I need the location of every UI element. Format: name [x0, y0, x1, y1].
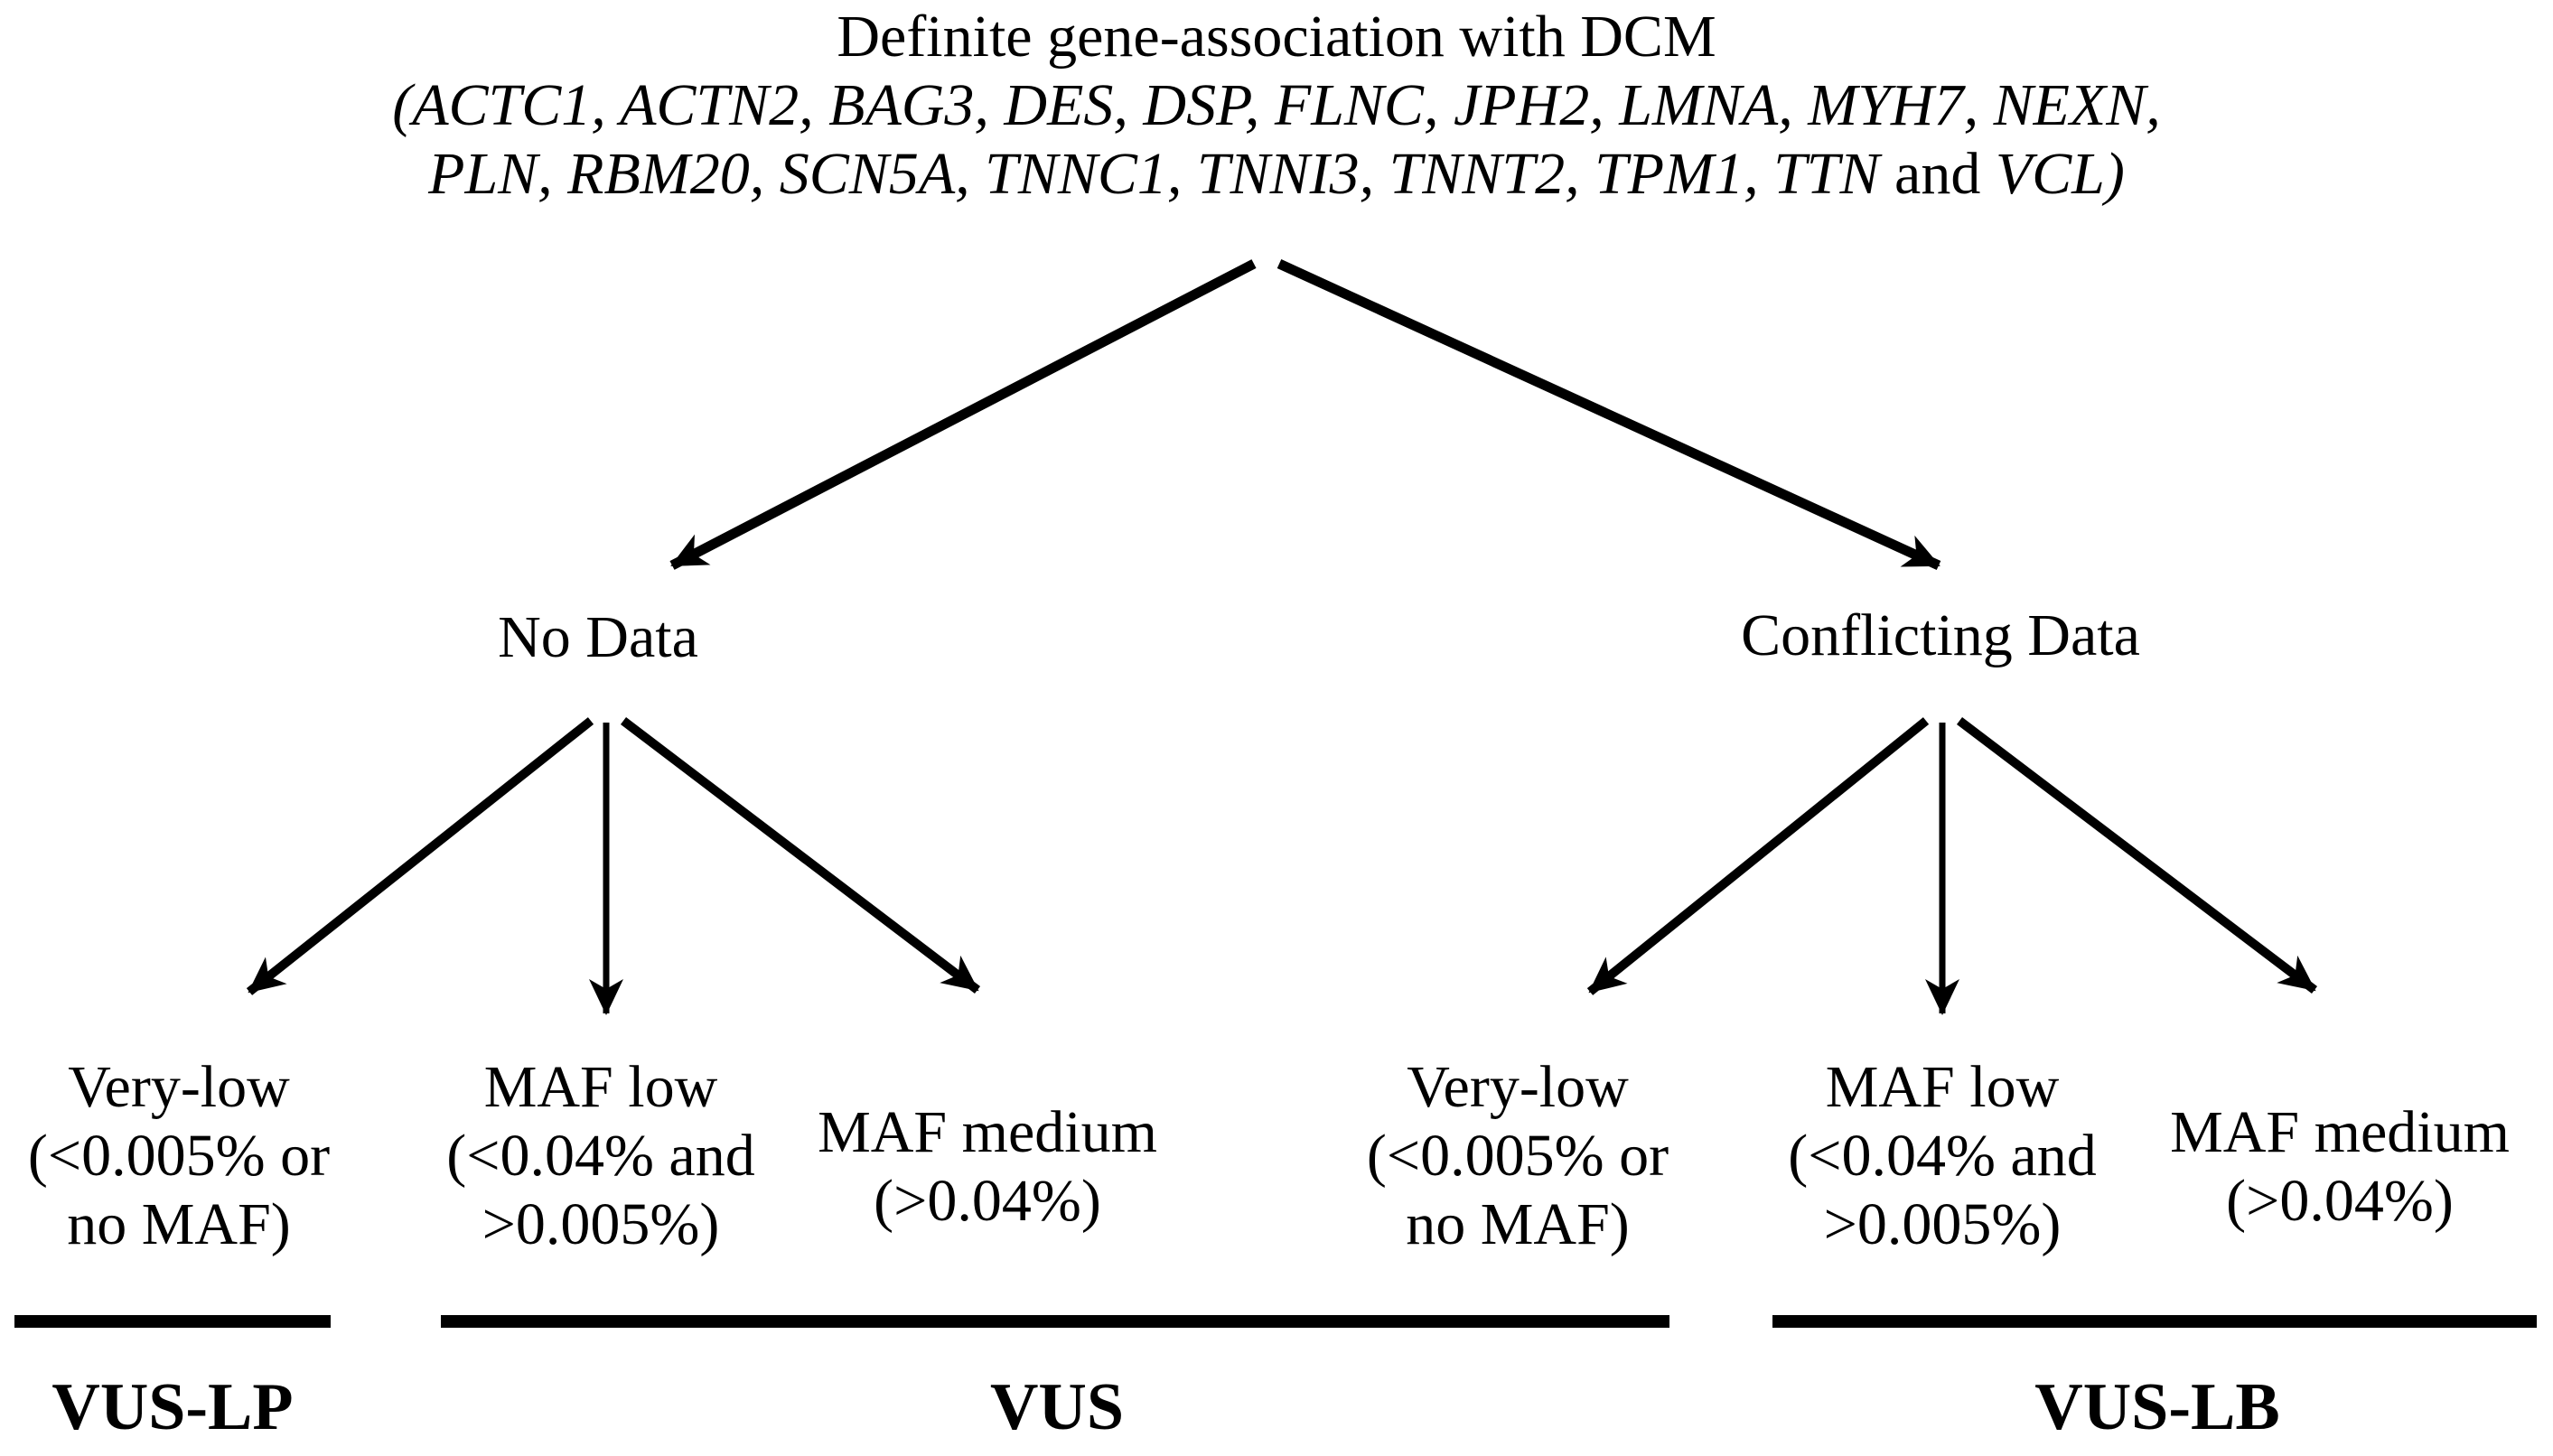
arrow-root-to-no-data: [669, 259, 1257, 570]
leaf-line: no MAF): [67, 1191, 291, 1257]
arrow-conflicting-to-very-low: [1586, 717, 1930, 995]
root-node: Definite gene-association with DCM (ACTC…: [0, 3, 2553, 209]
leaf-node-maf-low-no-data: MAF low (<0.04% and >0.005%): [446, 1053, 754, 1259]
classification-underline-vus: [441, 1315, 1669, 1328]
leaf-node-very-low-no-data: Very-low (<0.005% or no MAF): [28, 1053, 330, 1259]
arrow-root-to-conflicting-data: [1276, 258, 1941, 571]
classification-label-vus: VUS: [989, 1370, 1125, 1444]
leaf-line: (>0.04%): [2226, 1168, 2454, 1234]
leaf-line: MAF medium: [2170, 1099, 2510, 1165]
leaf-line: no MAF): [1406, 1191, 1630, 1257]
classification-label-vus-lp: VUS-LP: [51, 1370, 294, 1444]
leaf-node-maf-medium-conflicting: MAF medium (>0.04%): [2170, 1098, 2510, 1236]
leaf-line: Very-low: [68, 1054, 290, 1120]
leaf-line: (<0.005% or: [27, 1123, 331, 1189]
root-title: Definite gene-association with DCM: [837, 4, 1716, 70]
leaf-node-very-low-conflicting: Very-low (<0.005% or no MAF): [1367, 1053, 1669, 1259]
leaf-node-maf-medium-no-data: MAF medium (>0.04%): [818, 1098, 1157, 1236]
leaf-line: MAF low: [483, 1054, 718, 1120]
leaf-line: Very-low: [1407, 1054, 1629, 1120]
leaf-line: MAF medium: [818, 1099, 1157, 1165]
gene-list-part2: PLN, RBM20, SCN5A, TNNC1, TNNI3, TNNT2, …: [428, 141, 1880, 207]
arrow-no-data-to-maf-medium: [620, 717, 981, 994]
arrow-no-data-to-very-low: [246, 717, 594, 995]
leaf-node-maf-low-conflicting: MAF low (<0.04% and >0.005%): [1788, 1053, 2096, 1259]
leaf-line: (<0.005% or: [1366, 1123, 1669, 1189]
root-gene-list-line2: PLN, RBM20, SCN5A, TNNC1, TNNI3, TNNT2, …: [0, 140, 2553, 209]
classification-underline-vus-lb: [1772, 1315, 2537, 1328]
branch-node-conflicting-data: Conflicting Data: [1741, 602, 2140, 668]
branch-node-no-data: No Data: [498, 604, 698, 670]
leaf-line: (<0.04% and: [446, 1123, 755, 1189]
leaf-line: (>0.04%): [874, 1168, 1101, 1234]
gene-list-part3: VCL): [1995, 141, 2125, 207]
leaf-line: >0.005%): [1823, 1191, 2062, 1257]
leaf-line: MAF low: [1825, 1054, 2060, 1120]
gene-list-conjunction: and: [1879, 141, 1996, 207]
classification-underline-vus-lp: [14, 1315, 331, 1328]
classification-label-vus-lb: VUS-LB: [2034, 1370, 2280, 1444]
leaf-line: (<0.04% and: [1788, 1123, 2097, 1189]
gene-list-part1: (ACTC1, ACTN2, BAG3, DES, DSP, FLNC, JPH…: [392, 72, 2161, 138]
root-gene-list-line1: (ACTC1, ACTN2, BAG3, DES, DSP, FLNC, JPH…: [0, 71, 2553, 140]
leaf-line: >0.005%): [482, 1191, 720, 1257]
arrow-conflicting-to-maf-medium: [1956, 717, 2318, 994]
